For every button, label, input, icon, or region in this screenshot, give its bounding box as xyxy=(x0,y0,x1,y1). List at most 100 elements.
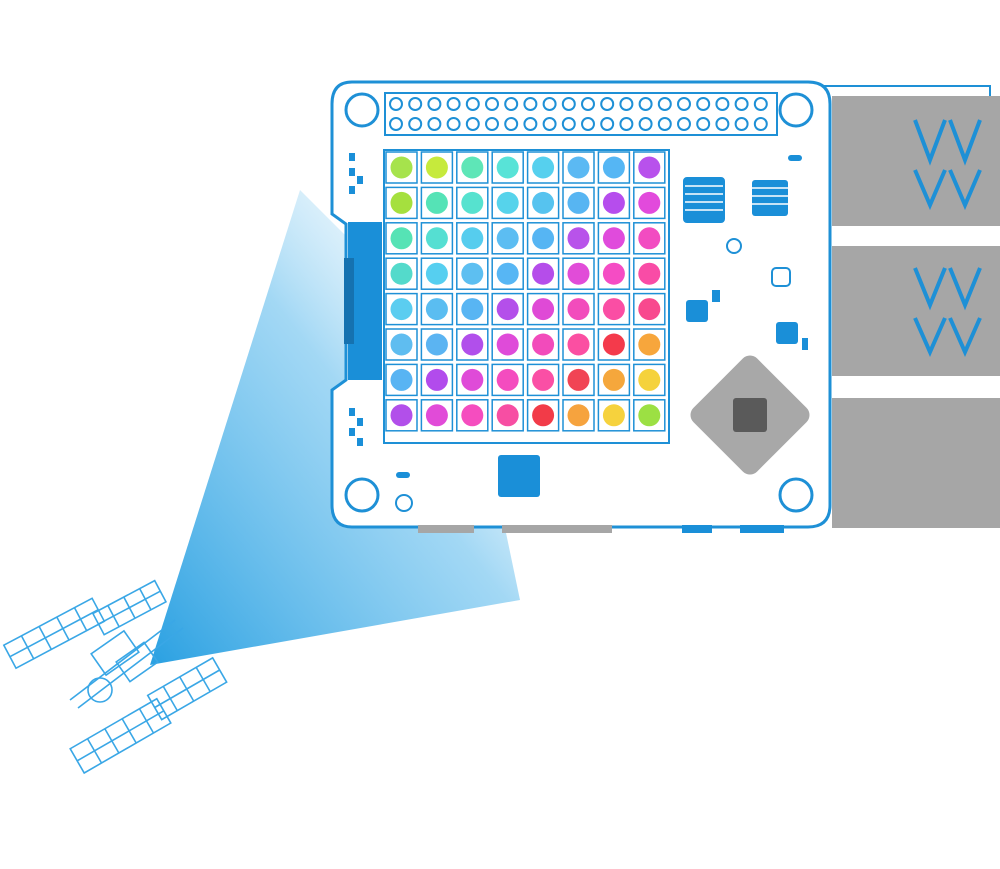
gpio-pin xyxy=(523,117,538,131)
led-pixel xyxy=(425,262,448,285)
gpio-pin xyxy=(446,117,461,131)
sense-hat-board xyxy=(330,80,832,533)
gpio-pin xyxy=(753,97,768,111)
led-pixel xyxy=(390,333,413,356)
led-pixel xyxy=(390,191,413,214)
eeprom-chip xyxy=(498,455,540,497)
led-pixel xyxy=(496,404,519,427)
gpio-pin xyxy=(581,117,595,131)
led-pixel xyxy=(638,298,661,321)
usb-ports xyxy=(812,85,1000,528)
led-pixel xyxy=(390,368,413,391)
led-pixel xyxy=(532,333,555,356)
led-pixel xyxy=(461,191,484,214)
joystick xyxy=(690,355,810,475)
led-pixel xyxy=(390,262,413,285)
led-pixel xyxy=(567,333,590,356)
led-pixel xyxy=(602,262,625,285)
gpio-pin xyxy=(638,117,653,131)
led-pixel xyxy=(638,333,661,356)
gpio-pin xyxy=(504,97,519,111)
led-pixel xyxy=(532,298,555,321)
led-pixel xyxy=(461,368,484,391)
led-pixel xyxy=(425,191,448,214)
led-pixel xyxy=(496,191,519,214)
led-pixel xyxy=(390,156,413,179)
led-pixel xyxy=(602,191,625,214)
gpio-pin xyxy=(389,97,403,111)
gpio-pin xyxy=(657,117,672,131)
led-pixel xyxy=(638,156,661,179)
led-pixel xyxy=(567,262,590,285)
led-pixel xyxy=(532,227,555,250)
led-matrix xyxy=(385,151,666,432)
led-pixel xyxy=(425,368,448,391)
led-pixel xyxy=(602,298,625,321)
led-pixel xyxy=(496,262,519,285)
led-pixel xyxy=(567,368,590,391)
led-pixel xyxy=(567,404,590,427)
gpio-pin xyxy=(753,117,768,131)
gpio-pin xyxy=(542,97,557,111)
led-pixel xyxy=(532,156,555,179)
gpio-pin xyxy=(389,117,403,131)
gpio-pin xyxy=(677,97,691,111)
led-pixel xyxy=(602,156,625,179)
gpio-pin xyxy=(561,117,576,131)
gpio-pin xyxy=(734,97,749,111)
gpio-pin xyxy=(446,97,461,111)
space-station-icon xyxy=(2,579,228,775)
led-pixel xyxy=(461,227,484,250)
gpio-pin xyxy=(600,117,615,131)
led-pixel xyxy=(425,298,448,321)
led-pixel xyxy=(461,333,484,356)
usb-port-top xyxy=(832,96,1000,226)
gpio-header xyxy=(384,92,778,136)
led-pixel xyxy=(532,262,555,285)
gpio-pin xyxy=(619,97,634,111)
gpio-pin xyxy=(465,117,480,131)
led-pixel xyxy=(425,404,448,427)
sensor-chips xyxy=(498,177,798,497)
led-pixel xyxy=(638,404,661,427)
led-pixel xyxy=(567,227,590,250)
gpio-pin xyxy=(734,117,749,131)
led-pixel xyxy=(461,262,484,285)
led-pixel xyxy=(602,227,625,250)
small-components xyxy=(349,153,808,478)
gpio-pin xyxy=(561,97,576,111)
usb-port-middle xyxy=(832,246,1000,376)
gpio-pin xyxy=(638,97,653,111)
led-pixel xyxy=(425,227,448,250)
led-pixel xyxy=(602,333,625,356)
gpio-pin xyxy=(581,97,595,111)
led-pixel xyxy=(496,227,519,250)
led-pixel xyxy=(461,298,484,321)
led-pixel xyxy=(532,404,555,427)
gpio-pin xyxy=(600,97,615,111)
gpio-pin xyxy=(465,97,480,111)
led-pixel xyxy=(567,298,590,321)
led-pixel xyxy=(638,191,661,214)
mounting-holes xyxy=(344,92,814,513)
gpio-pin xyxy=(523,97,538,111)
gpio-pin xyxy=(696,117,711,131)
gpio-pin xyxy=(657,97,672,111)
gpio-pin xyxy=(619,117,634,131)
led-pixel xyxy=(390,298,413,321)
gpio-pin xyxy=(715,117,730,131)
gpio-pin xyxy=(427,97,442,111)
led-pixel xyxy=(496,368,519,391)
led-pixel xyxy=(638,227,661,250)
gpio-pin xyxy=(542,117,557,131)
led-pixel xyxy=(496,298,519,321)
led-pixel xyxy=(602,368,625,391)
gpio-pin xyxy=(715,97,730,111)
led-pixel xyxy=(567,191,590,214)
led-pixel xyxy=(567,156,590,179)
led-pixel xyxy=(532,191,555,214)
gpio-pin xyxy=(408,97,423,111)
gpio-pin xyxy=(408,117,423,131)
gpio-pin xyxy=(427,117,442,131)
